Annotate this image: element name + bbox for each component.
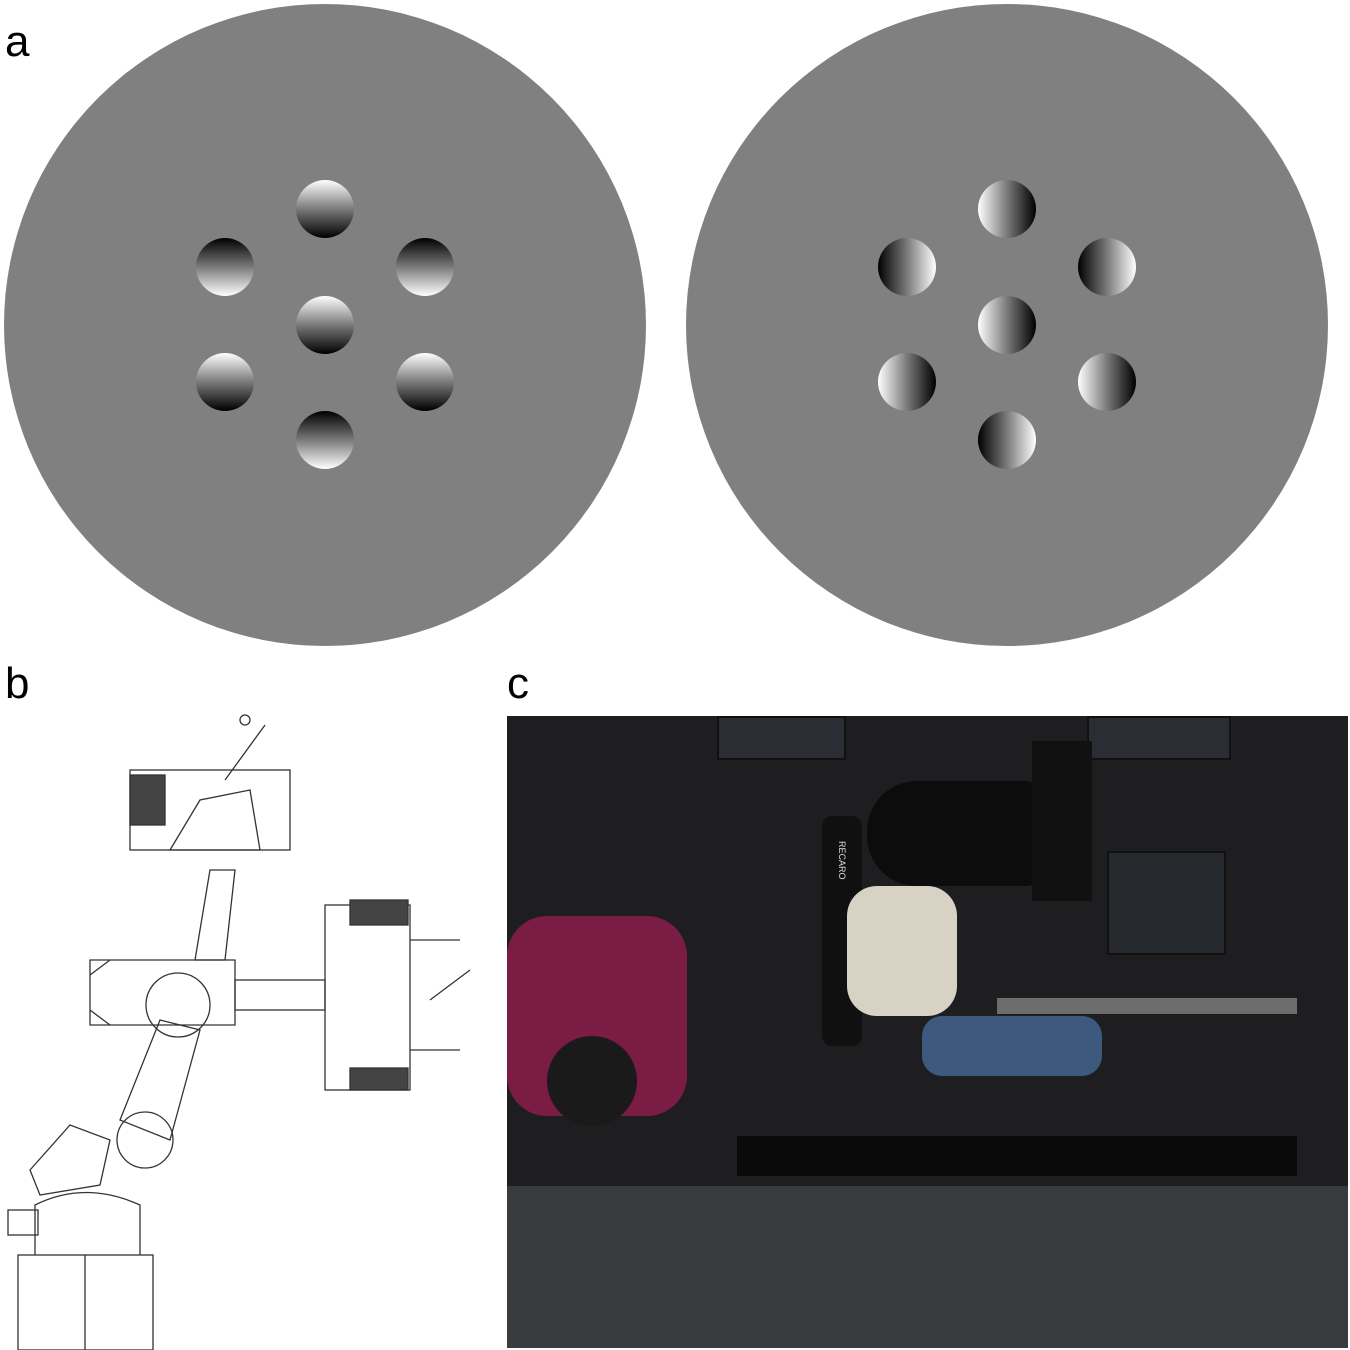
panel-label-a: a: [5, 17, 30, 66]
wall-panel: [1107, 851, 1226, 955]
shaded-sphere: [978, 411, 1036, 469]
shaded-sphere: [978, 180, 1036, 238]
control-tray: [997, 998, 1297, 1014]
stimulus-disc-horizontal: [686, 4, 1328, 646]
shaded-sphere: [296, 180, 354, 238]
person-legs: [922, 1016, 1102, 1076]
monitor: [1032, 741, 1092, 901]
shaded-sphere: [978, 296, 1036, 354]
wall-panel: [717, 716, 846, 760]
shaded-sphere: [396, 353, 454, 411]
shaded-sphere: [296, 296, 354, 354]
shaded-sphere: [878, 353, 936, 411]
wall-panel: [1087, 716, 1231, 760]
shaded-sphere: [396, 238, 454, 296]
shaded-sphere: [196, 238, 254, 296]
shaded-sphere: [1078, 238, 1136, 296]
simulator-photo: RECARO: [507, 716, 1348, 1348]
robot-helmet: [547, 1036, 637, 1126]
shaded-sphere: [196, 353, 254, 411]
stimulus-disc-vertical: [4, 4, 646, 646]
floor: [507, 1186, 1348, 1348]
shaded-sphere: [878, 238, 936, 296]
panel-label-c: c: [507, 659, 529, 708]
seat-brand: RECARO: [837, 841, 847, 880]
panel-label-b: b: [5, 659, 30, 708]
frame-base: [737, 1136, 1297, 1176]
shaded-sphere: [1078, 353, 1136, 411]
shaded-sphere: [296, 411, 354, 469]
robot-simulator-drawing: [7, 714, 471, 1350]
hmd-display: [867, 781, 1037, 886]
person-torso: [847, 886, 957, 1016]
